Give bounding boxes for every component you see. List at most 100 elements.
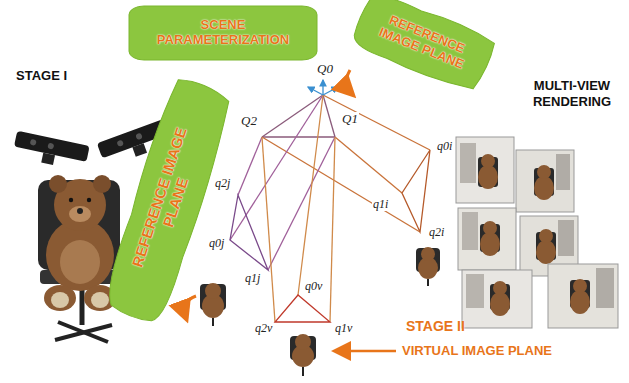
ray bbox=[268, 137, 335, 270]
scene-edge bbox=[262, 95, 323, 137]
small-bear bbox=[416, 247, 440, 286]
kinect-left bbox=[12, 131, 90, 172]
bear-belly bbox=[60, 240, 100, 284]
kinect-stand bbox=[132, 143, 147, 157]
green-fill bbox=[129, 6, 317, 60]
point-label: q2j bbox=[214, 177, 231, 190]
bear-body bbox=[490, 292, 510, 316]
bear-head bbox=[493, 281, 507, 295]
point-label: Q2 bbox=[240, 114, 258, 128]
title-banner: SCENE PARAMETERIZATION bbox=[129, 6, 317, 60]
bear-body bbox=[536, 240, 556, 264]
kinect-lens bbox=[135, 133, 143, 141]
plane-blob: REFERENCE IMAGE PLANE bbox=[95, 70, 241, 330]
image-triangle bbox=[275, 295, 330, 322]
bear-head bbox=[481, 154, 495, 168]
bear-head bbox=[573, 279, 587, 293]
axis bbox=[308, 87, 323, 95]
photo-frame bbox=[516, 150, 574, 212]
bear-body bbox=[480, 232, 500, 256]
scene-edge bbox=[323, 95, 335, 137]
photo-background bbox=[556, 154, 570, 190]
image-triangle bbox=[230, 195, 268, 270]
green-fill bbox=[349, 0, 497, 95]
photo-frame bbox=[548, 264, 618, 328]
chair-post bbox=[302, 367, 304, 376]
stage-label: VIRTUAL IMAGE PLANE bbox=[402, 343, 552, 358]
bear-head bbox=[421, 247, 435, 261]
kinect-lens bbox=[116, 139, 124, 147]
view-photo bbox=[516, 150, 574, 212]
point-label: q0i bbox=[436, 140, 453, 153]
ray bbox=[335, 137, 402, 193]
view-photo bbox=[458, 208, 516, 270]
point-label: Q1 bbox=[341, 112, 359, 126]
bear-eye bbox=[69, 198, 73, 202]
point-label: q2v bbox=[254, 322, 273, 335]
projection-geometry bbox=[230, 80, 430, 322]
ray bbox=[262, 137, 275, 322]
chair-post bbox=[212, 318, 214, 326]
bear-sole bbox=[91, 292, 109, 308]
axis bbox=[322, 80, 323, 95]
node-text: SCENE PARAMETERIZATION bbox=[143, 18, 303, 47]
ray bbox=[330, 137, 335, 322]
stage-label: MULTI-VIEW RENDERING bbox=[522, 78, 622, 109]
ray bbox=[230, 95, 323, 240]
ray bbox=[323, 95, 430, 150]
point-label: q0j bbox=[208, 237, 225, 250]
photo-background bbox=[596, 268, 614, 308]
stage-label: STAGE I bbox=[16, 68, 67, 83]
bear-head bbox=[539, 229, 553, 243]
photo-frame bbox=[462, 270, 532, 328]
point-label: q0v bbox=[304, 280, 323, 293]
axis bbox=[323, 87, 338, 95]
scene-edge bbox=[262, 136, 335, 137]
teddy-bear-on-chair bbox=[38, 175, 124, 342]
pointer-arrow bbox=[336, 350, 396, 353]
bear-nose bbox=[77, 208, 83, 214]
point-label: q1i bbox=[372, 198, 389, 211]
bear-ear bbox=[49, 175, 67, 193]
bear-foot bbox=[44, 285, 76, 311]
rendered-views bbox=[456, 137, 618, 328]
view-photo bbox=[462, 270, 532, 328]
point-label: q1j bbox=[244, 272, 261, 285]
bear-head bbox=[537, 165, 551, 179]
chair-leg bbox=[58, 322, 108, 342]
point-label: q2i bbox=[428, 226, 445, 239]
view-photo bbox=[548, 264, 618, 328]
bear-body bbox=[570, 290, 590, 314]
bear-muzzle bbox=[69, 206, 91, 222]
point-label: q1v bbox=[334, 322, 353, 335]
bear-body bbox=[478, 165, 498, 189]
bear-ear bbox=[93, 175, 111, 193]
ray bbox=[298, 95, 323, 295]
bear-sole bbox=[51, 292, 69, 308]
photo-frame bbox=[458, 208, 516, 270]
green-fill bbox=[99, 76, 236, 327]
photo-background bbox=[466, 274, 484, 308]
photo-background bbox=[462, 212, 478, 250]
chair-post bbox=[427, 279, 429, 286]
bear-head bbox=[205, 283, 221, 299]
curved-arrow bbox=[346, 70, 352, 94]
curved-arrow bbox=[184, 296, 196, 318]
photo-background bbox=[558, 220, 574, 256]
view-photo bbox=[456, 137, 514, 203]
small-bear bbox=[200, 283, 226, 326]
small-bear bbox=[290, 334, 316, 376]
bear-head bbox=[295, 334, 311, 350]
kinect-lens bbox=[47, 143, 54, 150]
image-triangle bbox=[402, 150, 430, 232]
ray bbox=[238, 137, 262, 195]
bear-eye bbox=[87, 198, 91, 202]
kinect-lens bbox=[30, 139, 37, 146]
photo-frame bbox=[456, 137, 514, 203]
photo-background bbox=[460, 143, 476, 183]
bear-body bbox=[534, 176, 554, 200]
bear-head bbox=[483, 221, 497, 235]
stage-label: STAGE II bbox=[406, 318, 465, 334]
